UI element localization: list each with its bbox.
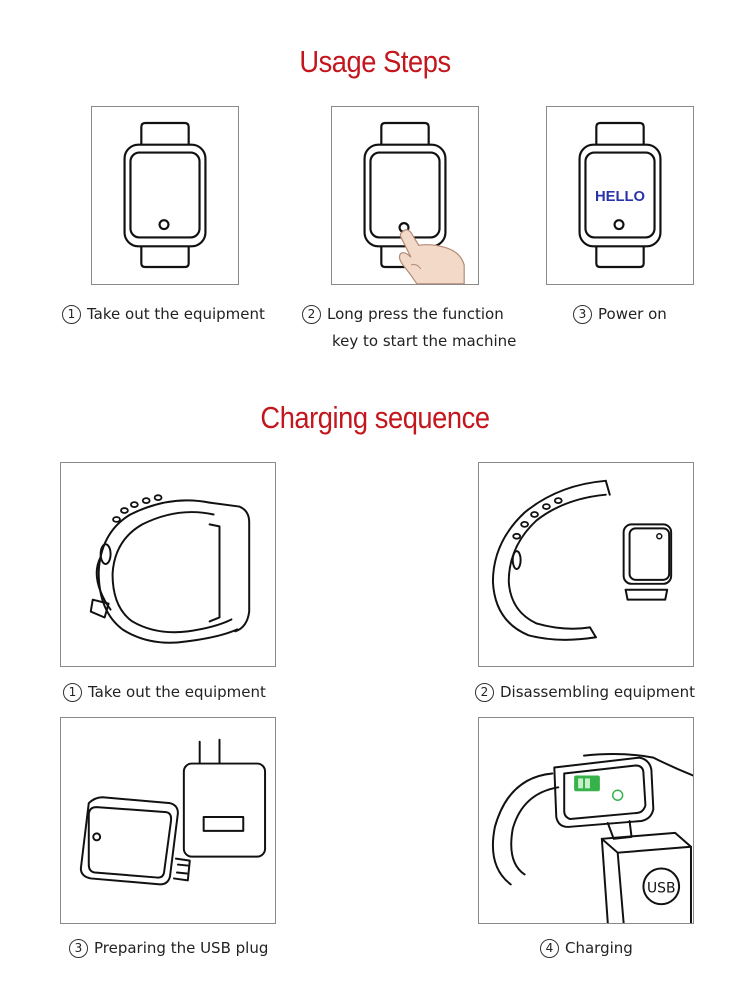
- caption-text: Take out the equipment: [88, 683, 266, 701]
- charging-step-4-image: USB: [478, 717, 694, 924]
- usage-step-2-caption: 2 Long press the function key to start th…: [302, 301, 516, 355]
- step-number: 1: [63, 683, 82, 702]
- usage-step-1-image: [91, 106, 239, 285]
- watch-on-icon: HELLO: [578, 121, 662, 269]
- caption-text-line2: key to start the machine: [332, 332, 517, 350]
- caption-text: Charging: [565, 939, 633, 957]
- usage-step-3-caption: 3 Power on: [573, 301, 667, 328]
- charging-step-1-image: [60, 462, 276, 667]
- usb-plug-icon: [79, 738, 267, 886]
- usage-step-1-caption: 1 Take out the equipment: [62, 301, 265, 328]
- charging-step-1-caption: 1 Take out the equipment: [63, 679, 266, 706]
- watch-charging-icon: USB: [491, 753, 693, 923]
- charging-step-2-caption: 2 Disassembling equipment: [475, 679, 695, 706]
- usage-steps-title: Usage Steps: [299, 44, 451, 79]
- step-number: 1: [62, 305, 81, 324]
- watch-detached-icon: [491, 479, 673, 641]
- usage-step-2-image: [331, 106, 479, 285]
- charging-step-2-image: [478, 462, 694, 667]
- watch-band-side-icon: [89, 494, 251, 644]
- step-number: 3: [69, 939, 88, 958]
- usb-label: USB: [647, 880, 675, 896]
- watch-front-icon: [123, 121, 207, 269]
- charging-step-4-caption: 4 Charging: [540, 935, 633, 962]
- step-number: 2: [302, 305, 321, 324]
- charging-step-3-image: [60, 717, 276, 924]
- step-number: 3: [573, 305, 592, 324]
- charging-sequence-title: Charging sequence: [260, 400, 490, 435]
- press-button-icon: [363, 121, 465, 284]
- caption-text: Disassembling equipment: [500, 683, 696, 701]
- usage-step-3-image: HELLO: [546, 106, 694, 285]
- charging-step-3-caption: 3 Preparing the USB plug: [69, 935, 268, 962]
- step-number: 2: [475, 683, 494, 702]
- caption-text: Power on: [598, 305, 667, 323]
- caption-text: Preparing the USB plug: [94, 939, 269, 957]
- step-number: 4: [540, 939, 559, 958]
- caption-text: Long press the function: [327, 305, 504, 323]
- screen-hello-text: HELLO: [595, 189, 645, 205]
- caption-text: Take out the equipment: [87, 305, 265, 323]
